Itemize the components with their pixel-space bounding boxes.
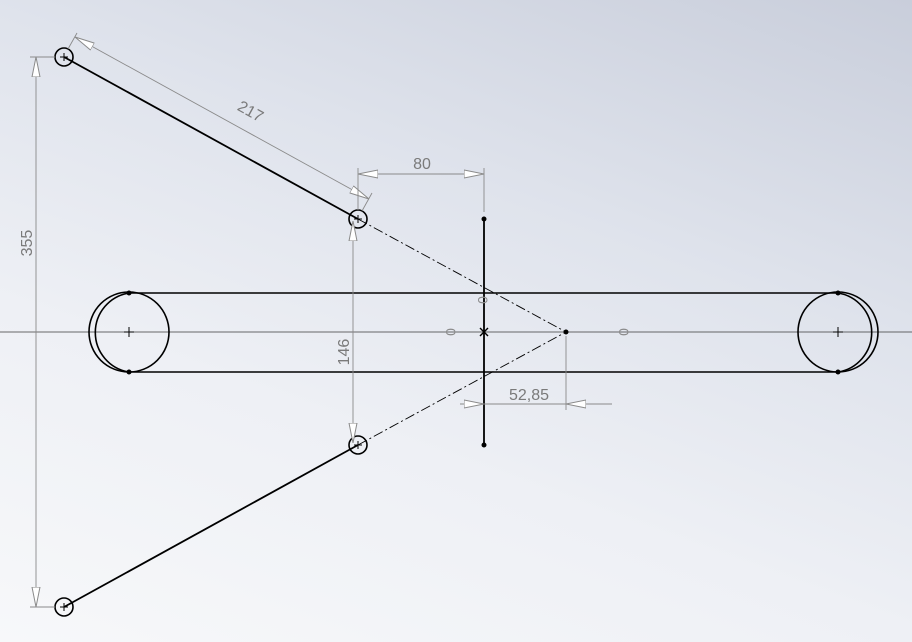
dim-217-extension-start [67,32,78,50]
dim-146-value[interactable]: 146 [336,339,353,366]
slot-right-arc[interactable] [837,292,873,373]
origin-marker[interactable] [479,327,489,337]
dim-80-value[interactable]: 80 [413,156,431,173]
vertex-point[interactable] [563,329,569,335]
dimension-80[interactable] [357,168,485,212]
dimension-52-85[interactable] [460,336,612,410]
vertical-line-bottom-endpoint[interactable] [481,442,487,448]
vertical-line-top-endpoint[interactable] [481,216,487,222]
dimension-217[interactable] [67,32,373,212]
lower-link-line[interactable] [63,444,359,608]
dim-217-line [75,37,369,199]
dim-217-value[interactable]: 217 [234,98,266,126]
relation-glyph-left[interactable]: 0 [443,328,459,336]
pivot-center-marks [60,53,362,611]
lower-construction-line[interactable] [357,331,567,446]
upper-link-line[interactable] [63,56,359,220]
dim-355-value[interactable]: 355 [19,230,36,257]
relation-glyph-center[interactable]: 0 [475,296,491,304]
slot-center-marks [124,327,843,337]
pivot-lower-inner[interactable] [348,435,368,455]
dim-217-extension-end [361,192,373,212]
relation-glyph-right[interactable]: 0 [616,328,632,336]
slot-endpoints[interactable] [126,290,841,375]
dimension-355[interactable] [30,56,55,608]
dim-52-85-value[interactable]: 52,85 [509,387,549,404]
upper-construction-line[interactable] [357,218,567,333]
slot-left-arc[interactable] [94,292,130,373]
